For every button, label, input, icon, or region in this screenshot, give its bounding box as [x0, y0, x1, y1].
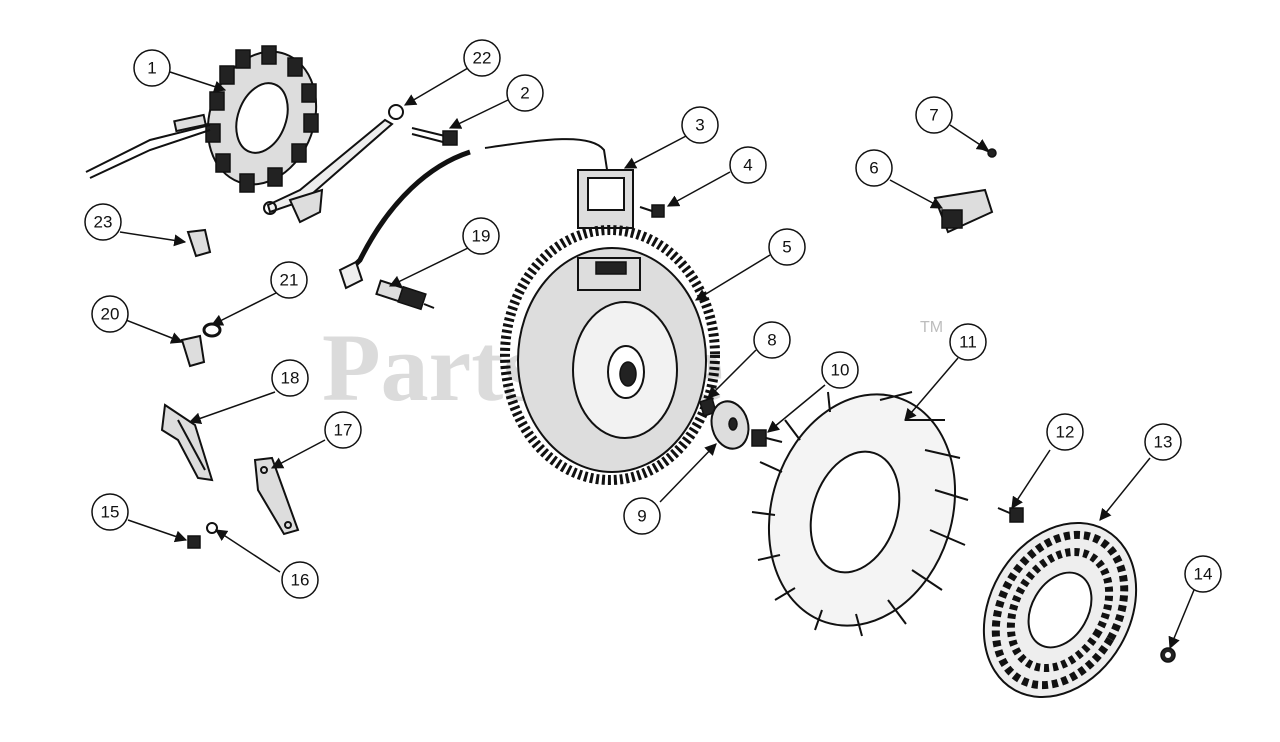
callout-5[interactable]: 5	[768, 228, 806, 266]
callout-17[interactable]: 17	[324, 411, 362, 449]
svg-text:17: 17	[334, 421, 353, 440]
part-washer-21	[202, 322, 222, 338]
part-bracket-17	[253, 456, 300, 536]
part-bolt-10	[751, 429, 783, 447]
part-nut-14	[1160, 647, 1176, 663]
svg-text:16: 16	[291, 571, 310, 590]
part-bracket-18	[160, 403, 214, 482]
callout-23[interactable]: 23	[84, 203, 122, 241]
part-fan	[751, 391, 969, 637]
svg-text:10: 10	[831, 361, 850, 380]
part-stator	[85, 45, 319, 193]
callout-12[interactable]: 12	[1046, 413, 1084, 451]
svg-text:18: 18	[281, 369, 300, 388]
callout-19[interactable]: 19	[462, 217, 500, 255]
part-flywheel	[500, 225, 720, 485]
watermark-trademark: TM	[920, 319, 943, 336]
callout-15[interactable]: 15	[91, 493, 129, 531]
part-clip-23	[186, 228, 212, 258]
svg-text:5: 5	[782, 238, 791, 257]
callout-9[interactable]: 9	[623, 497, 661, 535]
callout-2[interactable]: 2	[506, 74, 544, 112]
svg-text:23: 23	[94, 213, 113, 232]
callout-20[interactable]: 20	[91, 295, 129, 333]
svg-text:4: 4	[743, 156, 752, 175]
svg-text:2: 2	[520, 84, 529, 103]
callout-11[interactable]: 11	[949, 323, 987, 361]
callout-18[interactable]: 18	[271, 359, 309, 397]
svg-text:15: 15	[101, 503, 120, 522]
part-clip-20	[180, 334, 206, 368]
svg-text:7: 7	[929, 106, 938, 125]
callout-16[interactable]: 16	[281, 561, 319, 599]
leader-lines	[119, 67, 1195, 650]
svg-text:9: 9	[637, 507, 646, 526]
callout-7[interactable]: 7	[915, 96, 953, 134]
part-bolt-12	[997, 507, 1024, 523]
svg-text:20: 20	[101, 305, 120, 324]
svg-text:3: 3	[695, 116, 704, 135]
part-screw-15	[187, 535, 201, 549]
callout-21[interactable]: 21	[270, 261, 308, 299]
callout-13[interactable]: 13	[1144, 423, 1182, 461]
callout-1[interactable]: 1	[133, 49, 171, 87]
callout-14[interactable]: 14	[1184, 555, 1222, 593]
callout-8[interactable]: 8	[753, 321, 791, 359]
part-screw-4	[639, 204, 665, 218]
part-bolt-2	[411, 127, 458, 146]
part-spark-plug	[375, 279, 435, 311]
svg-text:21: 21	[280, 271, 299, 290]
svg-text:8: 8	[767, 331, 776, 350]
svg-text:1: 1	[147, 59, 156, 78]
part-ground-wire	[263, 104, 404, 224]
svg-text:13: 13	[1154, 433, 1173, 452]
callout-4[interactable]: 4	[729, 146, 767, 184]
svg-text:12: 12	[1056, 423, 1075, 442]
svg-text:19: 19	[472, 227, 491, 246]
part-washer-9	[710, 400, 750, 450]
callout-22[interactable]: 22	[463, 39, 501, 77]
part-screen	[982, 521, 1138, 699]
svg-text:6: 6	[869, 159, 878, 178]
callout-3[interactable]: 3	[681, 106, 719, 144]
part-washer-16	[206, 522, 218, 534]
svg-text:14: 14	[1194, 565, 1213, 584]
svg-text:22: 22	[473, 49, 492, 68]
part-rectifier	[933, 188, 994, 234]
part-ignition-coil	[338, 138, 634, 290]
callout-6[interactable]: 6	[855, 149, 893, 187]
callout-10[interactable]: 10	[821, 351, 859, 389]
svg-text:11: 11	[959, 333, 977, 352]
